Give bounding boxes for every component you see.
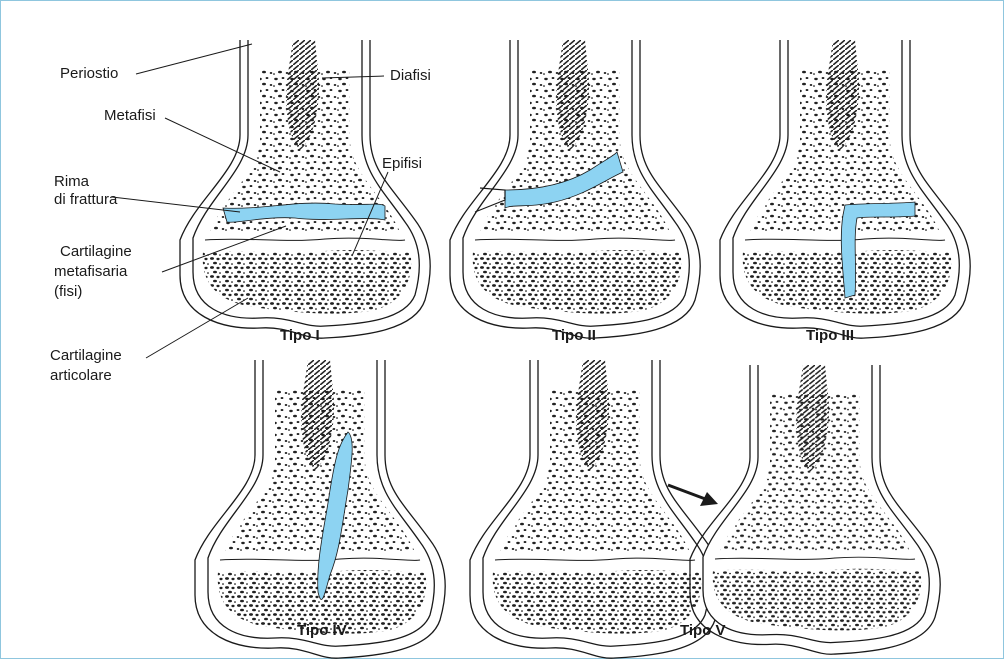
label-diafisi: Diafisi — [390, 67, 431, 84]
caption-tipo2: Tipo II — [552, 327, 596, 344]
caption-tipo5: Tipo V — [680, 622, 726, 639]
fracture-line-tipo1 — [222, 202, 386, 223]
label-cart-meta-2: metafisaria — [54, 263, 128, 280]
bone-tipo2 — [449, 39, 701, 339]
leader-lines — [111, 43, 389, 359]
label-metafisi: Metafisi — [104, 107, 156, 124]
label-cart-art-2: articolare — [50, 367, 112, 384]
caption-tipo3: Tipo III — [806, 327, 854, 344]
caption-tipo1: Tipo I — [280, 327, 320, 344]
label-cart-meta-3: (fisi) — [54, 283, 82, 300]
bone-tipo5-after — [689, 364, 941, 655]
label-epifisi: Epifisi — [382, 155, 422, 172]
arrow-icon — [667, 483, 718, 506]
label-periostio: Periostio — [60, 65, 118, 82]
label-cart-meta-1: Cartilagine — [60, 243, 132, 260]
bone-tipo4 — [194, 359, 446, 659]
label-rima-2: di frattura — [54, 191, 118, 208]
fracture-line-tipo2 — [504, 151, 624, 209]
bone-tipo5-before — [469, 359, 721, 659]
bone-tipo3 — [719, 39, 971, 339]
label-cart-art-1: Cartilagine — [50, 347, 122, 364]
fracture-line-tipo4 — [317, 431, 353, 600]
caption-tipo4: Tipo IV — [297, 622, 347, 639]
fracture-line-tipo3 — [840, 201, 916, 299]
bone-tipo1 — [179, 39, 431, 339]
label-rima-1: Rima — [54, 173, 90, 190]
